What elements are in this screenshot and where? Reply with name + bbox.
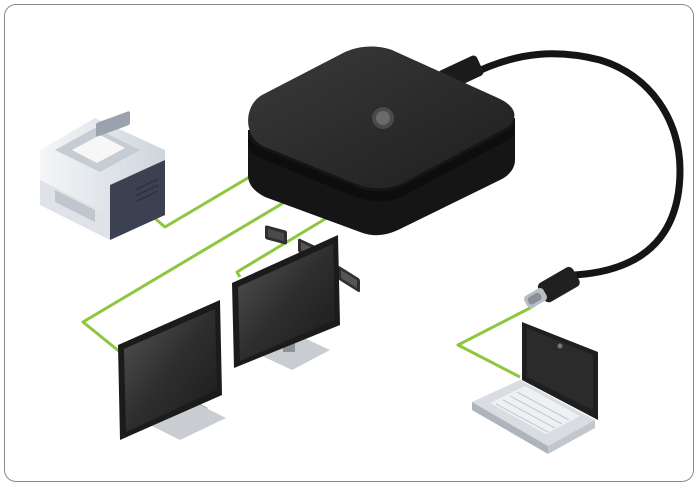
printer-icon [40, 111, 165, 240]
laptop-icon [472, 322, 598, 454]
dock-usb-port [265, 225, 287, 245]
docking-station-icon [248, 46, 515, 293]
usb-c-connector [523, 266, 580, 309]
monitor-icon [118, 300, 226, 440]
monitor-icon [232, 235, 340, 370]
dock-displayport-2 [338, 266, 360, 293]
